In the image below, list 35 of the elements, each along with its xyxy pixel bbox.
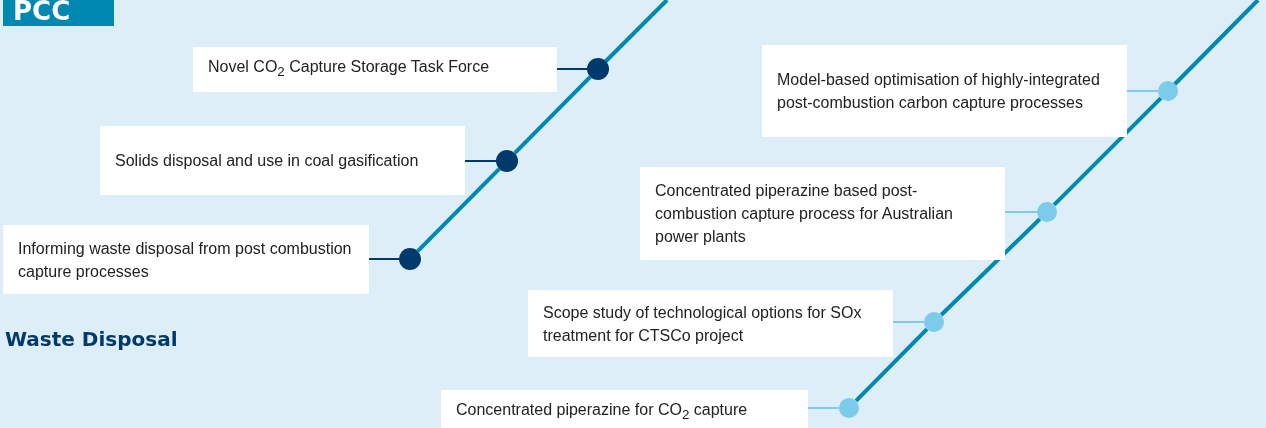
timeline-dot	[587, 58, 609, 80]
leader-line	[1004, 211, 1038, 213]
section-heading: Waste Disposal	[5, 326, 179, 353]
project-title: Informing waste disposal from post combustion capture processes	[18, 238, 353, 282]
leader-line	[807, 407, 840, 409]
leader-line	[892, 321, 925, 323]
project-box	[193, 47, 557, 92]
timeline-line	[1052, 96, 1163, 207]
project-box	[762, 45, 1127, 137]
timeline-dot	[1158, 81, 1178, 101]
leader-line	[464, 160, 497, 162]
timeline-dot	[399, 248, 421, 270]
project-box	[640, 167, 1005, 260]
project-title: Scope study of technological options for SOx treatment for CTSCo project	[543, 302, 863, 346]
project-box	[441, 390, 808, 428]
leader-line	[368, 258, 400, 260]
project-title: Solids disposal and use in coal gasification	[115, 151, 419, 171]
project-title: Novel CO$_{2}$ Capture Storage Task Force	[208, 57, 490, 82]
section-tab: PCC	[3, 0, 114, 26]
project-title: Model-based optimisation of highly-integrated post-combustion carbon capture processes	[777, 70, 1101, 113]
project-box	[3, 225, 369, 294]
timeline-dot	[839, 398, 859, 418]
timeline-line	[854, 327, 929, 403]
leader-line	[556, 68, 588, 70]
timeline-dot	[496, 150, 518, 172]
timeline-dot	[1037, 202, 1057, 222]
timeline-dot	[924, 312, 944, 332]
project-box	[100, 126, 465, 195]
timeline-line	[513, 75, 592, 155]
leader-line	[1126, 90, 1159, 92]
project-title: Concentrated piperazine for CO$_{2}$ capture	[456, 400, 748, 425]
timeline-line	[416, 167, 501, 253]
timeline-line	[939, 217, 1042, 317]
project-title: Concentrated piperazine based post-combustion capture process for Australian power plants	[655, 181, 954, 247]
project-box	[528, 290, 893, 357]
